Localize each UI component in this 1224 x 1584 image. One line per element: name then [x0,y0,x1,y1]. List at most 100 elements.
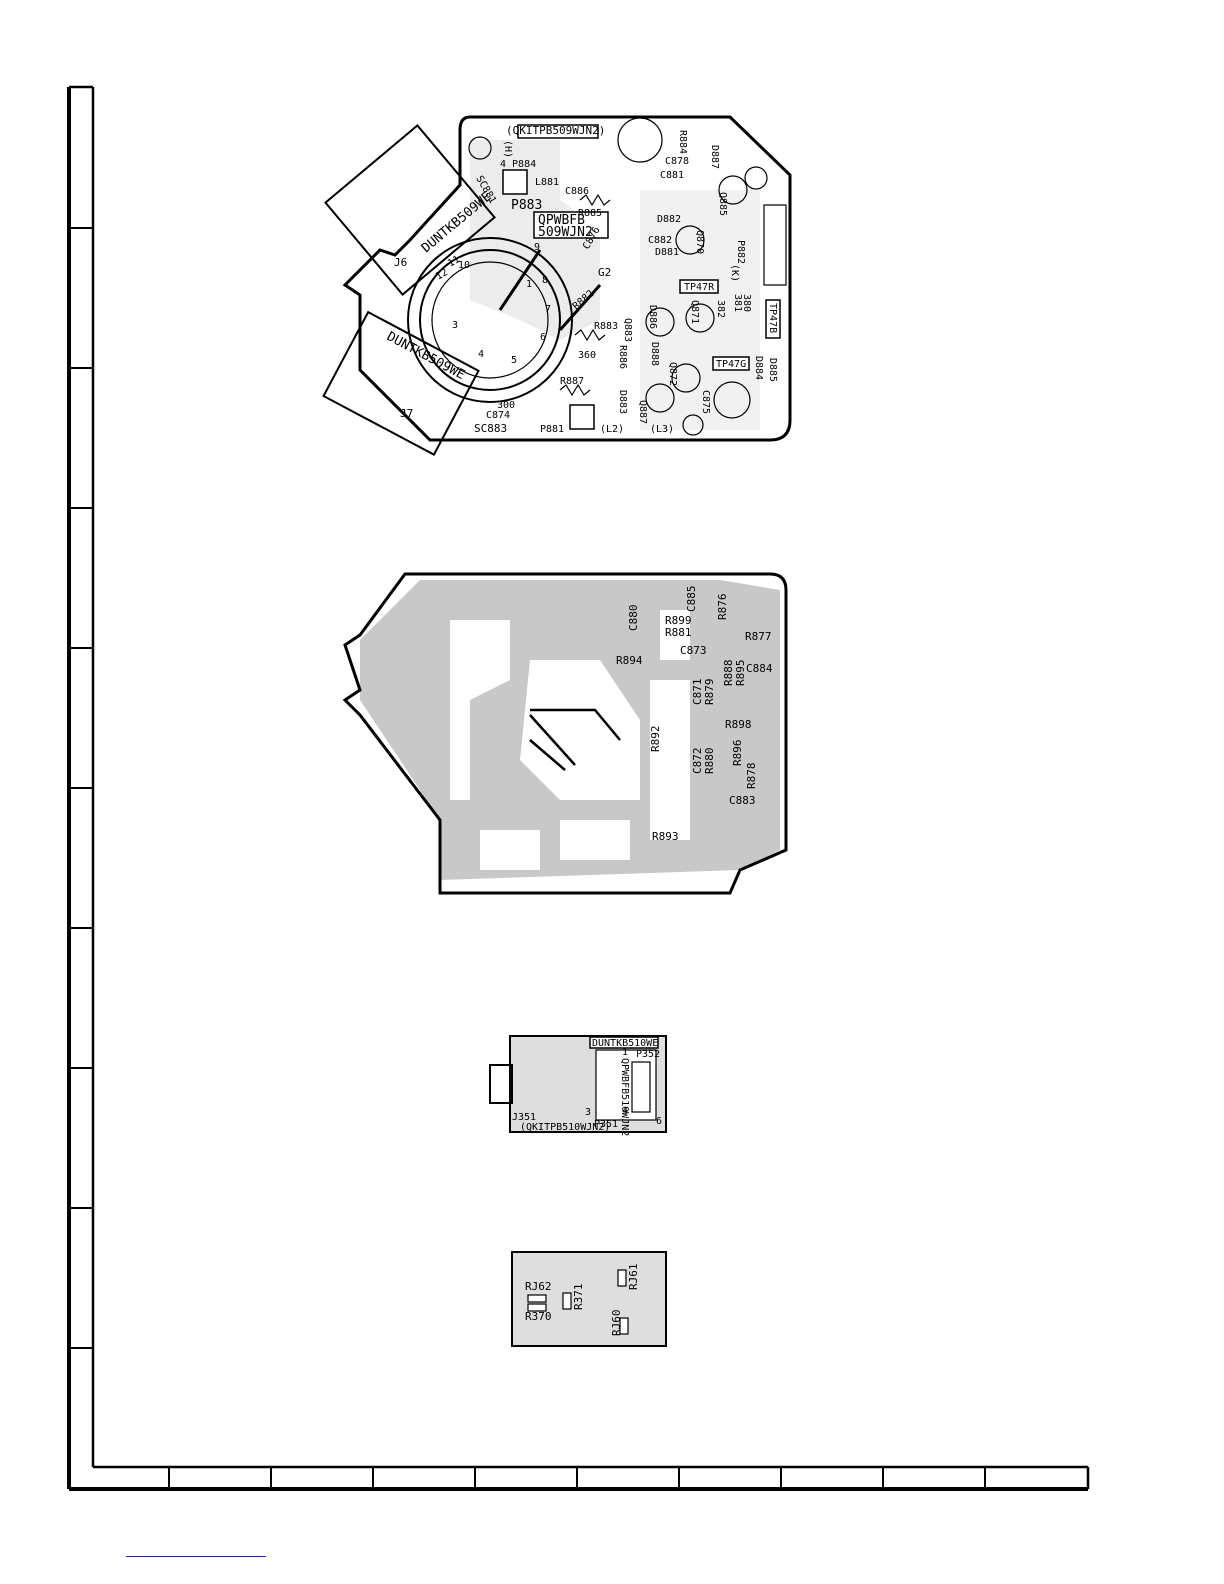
connector-p882: P882 [735,240,746,264]
pin-label-1: 1 [622,1047,628,1058]
component-3: 3 [452,320,458,331]
small-board: RJ62 R371 R370 RJ61 RJ60 [511,1251,667,1347]
component-6: 6 [540,332,546,343]
component-r894: R894 [616,654,643,667]
component-r888: R888 [722,660,735,687]
component-r885: R885 [578,208,602,219]
component-360: 360 [578,350,596,361]
component-8: 8 [542,275,548,286]
unit-label-bottom: DUNTKB509WE [384,329,467,383]
connector-j6: J6 [394,256,407,269]
board3-kit-label: (QKITPB510WJN2) [520,1122,610,1133]
connector-j351: J351 [512,1112,536,1123]
pin-label-4: 4 [622,1106,628,1117]
component-1: 1 [526,279,532,290]
component-r893: R893 [652,830,679,843]
capacitor-outline [617,117,663,163]
component-r878: R878 [745,763,758,790]
component-d883: D883 [617,390,628,414]
component-r370: R370 [525,1310,552,1323]
component-c872: C872 [691,748,704,775]
component-d881: D881 [655,247,679,258]
component-r886: R886 [617,345,628,369]
component-10: 10 [458,260,470,271]
component-c886: C886 [565,186,589,197]
component-c885: C885 [685,586,698,613]
component-q872: Q872 [667,362,678,386]
component-r895: R895 [734,660,747,687]
component-381: 381 [732,294,743,312]
component-r371: R371 [572,1284,585,1311]
component-5: 5 [511,355,517,366]
component-c884: C884 [746,662,773,675]
connector-board: DUNTKB510WE (QKITPB510WJN2) QPWBFB510WJN… [489,1035,667,1136]
component-g2: G2 [598,266,611,279]
board3-pwb-label: QPWBFB510WJN2 [619,1058,630,1136]
sheet-frame [67,85,1090,1491]
connector-p351: P351 [594,1119,618,1130]
component-4: 4 [478,349,484,360]
label-l2: (L2) [600,424,624,435]
component-c871: C871 [691,679,704,706]
pwb-label-2: 509WJN2 [538,225,593,240]
component-l881: L881 [535,177,559,188]
connector-p881: P881 [540,424,564,435]
component-rj62: RJ62 [525,1280,552,1293]
component-r892: R892 [649,726,662,753]
component-c882: C882 [648,235,672,246]
component-tp47g: TP47G [716,359,746,370]
component-c883: C883 [729,794,756,807]
connector-sc883: SC883 [474,422,507,435]
pin-label-6: 6 [656,1116,662,1127]
connector-p884: 4 P884 [500,159,536,170]
component-r879: R879 [703,679,716,706]
component-380: 380 [741,294,752,312]
component-11: 11 [446,254,462,270]
component-q870: Q870 [694,230,705,254]
crt-board-component-labels: L881C886C876R885C878C881D882C882D881D887… [486,130,778,424]
component-r876: R876 [716,594,729,621]
component-12: 12 [434,267,450,283]
component-300: 300 [497,400,515,411]
component-rj61: RJ61 [627,1264,640,1291]
label-k: (K) [729,264,740,282]
label-h: (H) [502,140,513,158]
kit-label: (QKITPB509WJN2) [506,124,605,137]
connector-p352: P352 [636,1049,660,1060]
component-c874: C874 [486,410,510,421]
component-tp47r: TP47R [684,282,715,293]
component-c875: C875 [700,390,711,414]
component-9: 9 [534,242,540,253]
component-d888: D888 [649,342,660,366]
component-r896: R896 [731,740,744,767]
component-q887: Q887 [637,400,648,424]
component-r881: R881 [665,626,692,639]
component-tp47b: TP47B [767,303,778,333]
component-q885: Q885 [717,192,728,216]
component-r877: R877 [745,630,772,643]
pin-label-3: 3 [585,1107,591,1118]
component-d887: D887 [709,145,720,169]
board3-unit-label: DUNTKB510WE [592,1038,658,1049]
crt-board-component-side: (QKITPB509WJN2) QPWBFB 509WJN2 DUNTKB509… [322,115,792,457]
component-c880: C880 [627,605,640,632]
pwb-label-1: QPWBFB [538,213,585,228]
connector-p883: P883 [511,198,542,213]
label-l3: (L3) [650,424,674,435]
component-r898: R898 [725,718,752,731]
component-d882: D882 [657,214,681,225]
component-r884: R884 [677,130,688,154]
component-rj60: RJ60 [610,1310,623,1337]
connector-j7: J7 [400,407,413,420]
footer-link-underline[interactable] [126,1556,266,1557]
component-q883: Q883 [622,318,633,342]
component-r899: R899 [665,614,692,627]
component-7: 7 [545,304,551,315]
component-382: 382 [715,300,726,318]
component-d885: D885 [767,358,778,382]
component-r880: R880 [703,748,716,775]
component-c881: C881 [660,170,684,181]
